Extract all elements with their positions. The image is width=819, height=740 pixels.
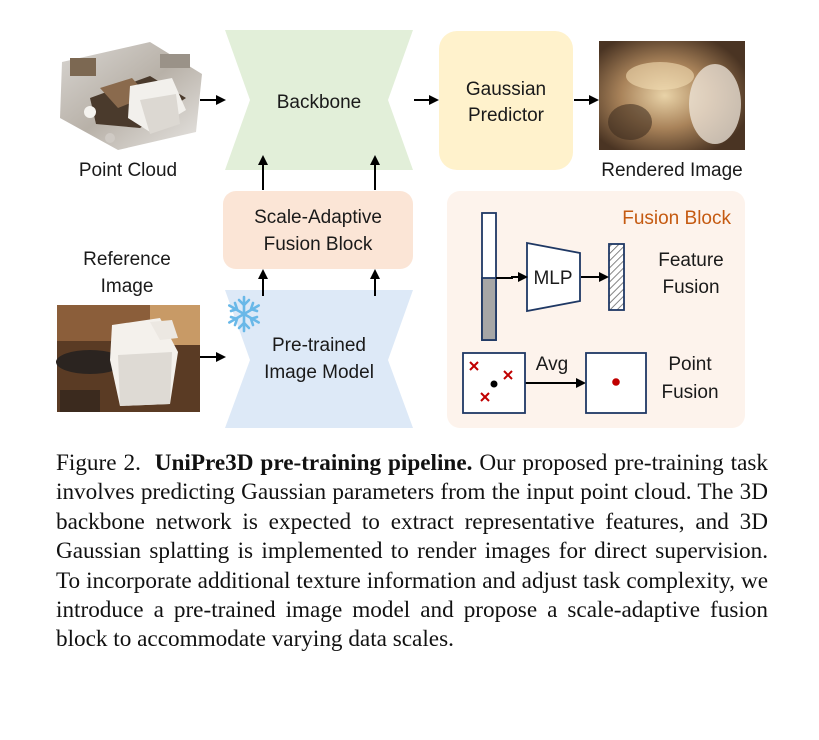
pretrained-image-model-block (225, 290, 413, 428)
fused-feature-bar (608, 243, 625, 311)
backbone-label: Backbone (277, 92, 362, 113)
avg-label: Avg (536, 354, 568, 375)
reference-image-label-1: Reference (83, 249, 171, 270)
fusion-block-label-2: Fusion Block (264, 234, 373, 255)
rendered-image (599, 41, 745, 150)
pipeline-diagram: Backbone Gaussian Predictor Scale-Adapti… (56, 30, 745, 428)
mlp-block (526, 241, 581, 313)
point-fusion-label-2: Fusion (661, 382, 718, 403)
fusion-block-panel: Fusion Block MLP Feature Fusion Avg Poin… (447, 191, 745, 428)
fused-point (612, 378, 620, 386)
caption-label: Figure 2. (56, 450, 141, 476)
center-point (490, 380, 498, 388)
reference-image-label-2: Image (101, 276, 154, 297)
feature-bar-fill (481, 277, 497, 341)
feature-fusion-label-1: Feature (658, 250, 723, 271)
snowflake-icon (228, 295, 261, 333)
fusion-block-label-1: Scale-Adaptive (254, 207, 382, 228)
pretrained-label-1: Pre-trained (272, 335, 366, 356)
reference-image-photo (56, 305, 200, 412)
mlp-label: MLP (533, 268, 572, 289)
point-cloud-image (60, 42, 202, 150)
feature-fusion-label-2: Fusion (662, 277, 719, 298)
point-fusion-label-1: Point (668, 354, 712, 375)
gaussian-predictor-label-1: Gaussian (466, 79, 546, 100)
rendered-image-label: Rendered Image (601, 160, 743, 181)
backbone-block (225, 30, 413, 170)
gaussian-predictor-label-2: Predictor (468, 105, 545, 126)
gaussian-predictor-block (439, 31, 573, 170)
neighbor-points (469, 361, 513, 402)
flow-arrows (200, 95, 599, 362)
fusion-panel-title: Fusion Block (622, 208, 731, 229)
point-cloud-label: Point Cloud (79, 160, 177, 181)
figure-caption: Figure 2. UniPre3D pre-training pipeline… (56, 449, 768, 655)
caption-body: Our proposed pre-training task involves … (56, 450, 769, 653)
scale-adaptive-fusion-block (223, 191, 413, 269)
caption-title: UniPre3D pre-training pipeline. (154, 450, 473, 476)
pretrained-label-2: Image Model (264, 362, 374, 383)
